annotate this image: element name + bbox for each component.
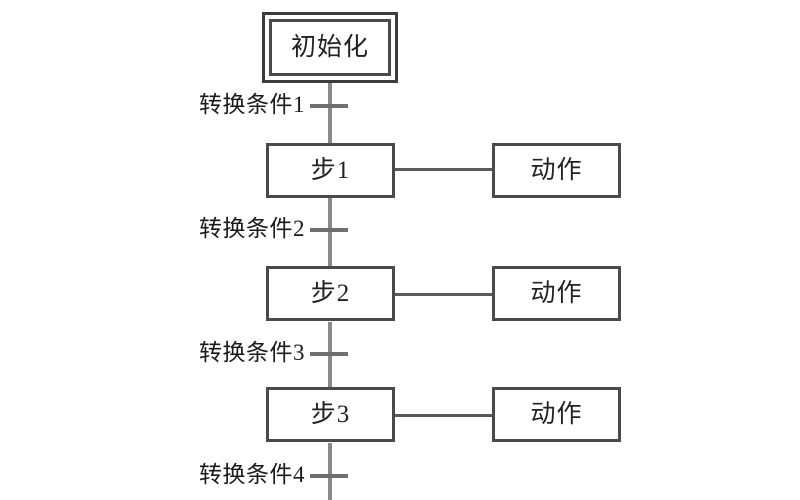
action-box-1[interactable]: 动作 (492, 143, 621, 198)
transition-tick-4 (310, 474, 348, 478)
transition-label-4: 转换条件4 (199, 462, 305, 487)
initial-step-label: 初始化 (290, 34, 369, 61)
action-label-1: 动作 (530, 157, 583, 184)
action-box-3[interactable]: 动作 (492, 387, 621, 442)
step-label-2: 步2 (310, 280, 351, 307)
transition-tick-1 (310, 104, 348, 108)
initial-step-box[interactable]: 初始化 (262, 12, 398, 83)
step-box-3[interactable]: 步3 (266, 387, 395, 442)
action-box-2[interactable]: 动作 (492, 266, 621, 321)
initial-step-inner-frame: 初始化 (269, 19, 391, 76)
connector-step3-to-action3 (394, 414, 493, 417)
transition-label-1: 转换条件1 (199, 92, 305, 117)
connector-step2-to-action2 (394, 293, 493, 296)
transition-label-3: 转换条件3 (199, 340, 305, 365)
step-label-3: 步3 (310, 401, 351, 428)
trunk-line-step3-to-exit (328, 443, 332, 500)
action-label-3: 动作 (530, 401, 583, 428)
transition-tick-2 (310, 228, 348, 232)
step-box-1[interactable]: 步1 (266, 143, 395, 198)
transition-tick-3 (310, 352, 348, 356)
trunk-line-initial-to-step1 (328, 82, 332, 143)
action-label-2: 动作 (530, 280, 583, 307)
connector-step1-to-action1 (394, 168, 493, 171)
transition-label-2: 转换条件2 (199, 216, 305, 241)
step-box-2[interactable]: 步2 (266, 266, 395, 321)
step-label-1: 步1 (310, 157, 351, 184)
